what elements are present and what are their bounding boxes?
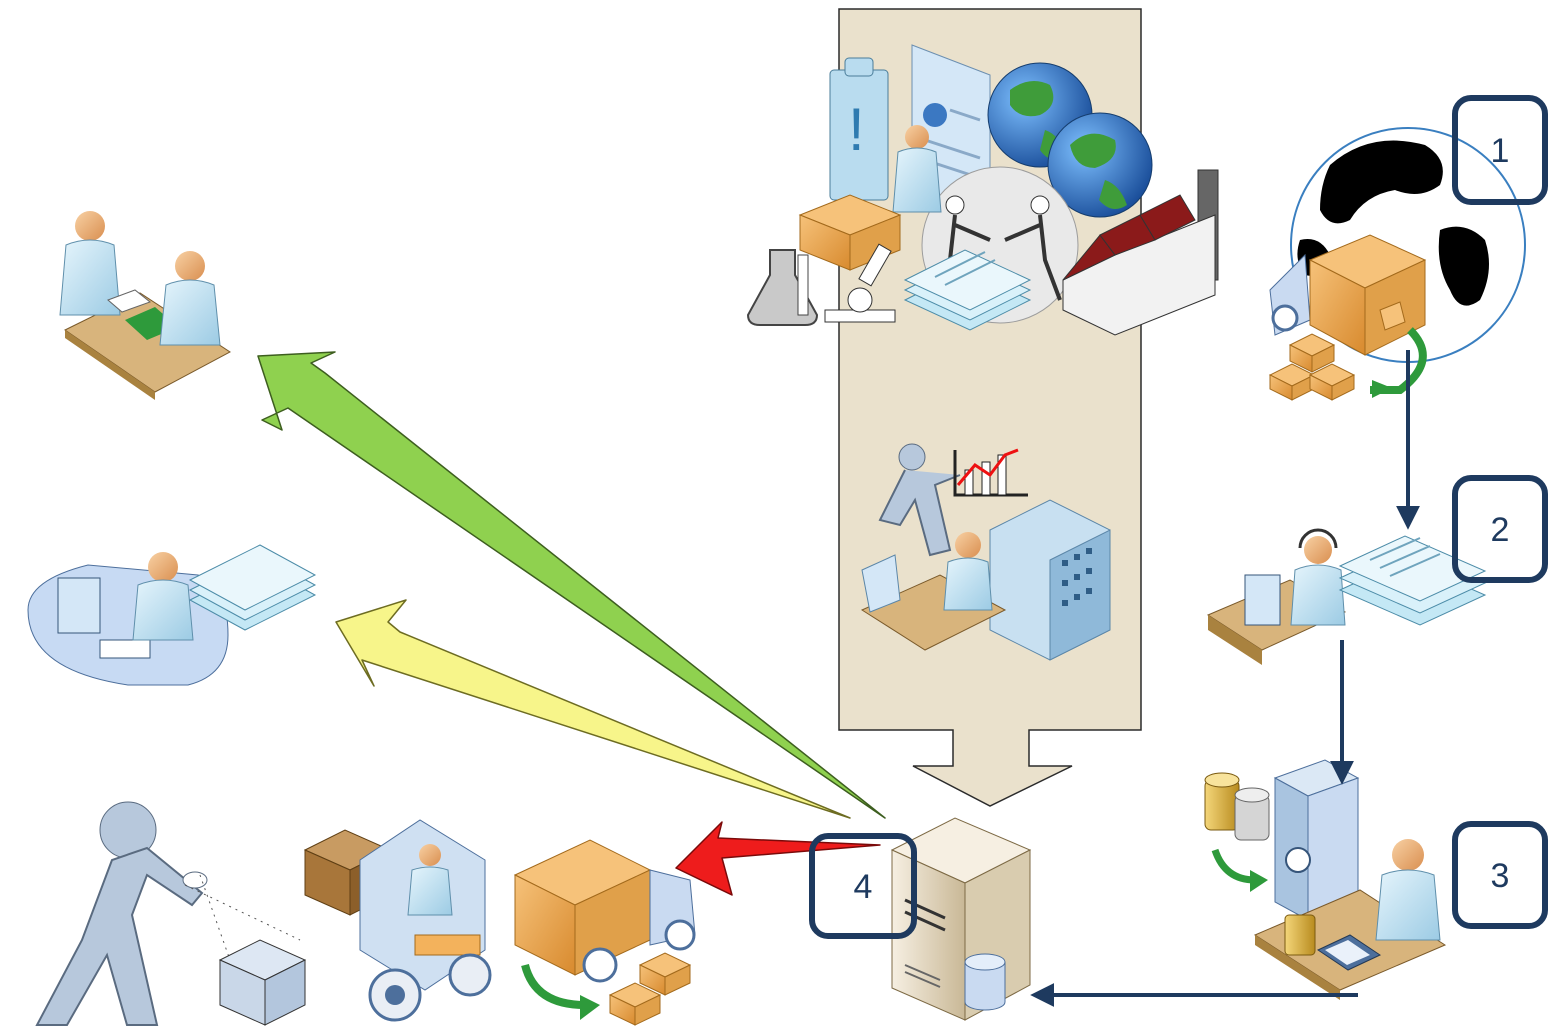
factory-icon: [1062, 169, 1219, 336]
step-box-4: [809, 833, 917, 939]
delivery-truck-icon: [513, 839, 696, 1020]
customer-service-desk-icon: [27, 544, 317, 686]
delivery-truck-icon: [1269, 234, 1427, 398]
presenter-icon: [878, 443, 961, 557]
coins-icon: [1204, 772, 1270, 892]
flask-icon: [746, 249, 819, 326]
step-box-3: [1452, 821, 1548, 929]
step-box-2: [1452, 475, 1548, 583]
scientist-person-icon: [892, 125, 942, 213]
document-stack-icon: [1338, 535, 1487, 626]
arrow-to-meeting-desk: [257, 351, 886, 819]
forklift-icon: [303, 819, 492, 1022]
growth-chart-icon: [953, 448, 1028, 497]
office-building-icon: [989, 499, 1111, 661]
svg-text:!: !: [848, 96, 865, 163]
document-stack-icon: [903, 249, 1032, 331]
calculator-icon: [1316, 934, 1382, 971]
microscope-icon: [824, 243, 896, 323]
step-label-1: 1: [1491, 132, 1510, 170]
headset-operator-icon: [1206, 528, 1347, 665]
open-box-icon: [798, 194, 902, 271]
clipboard-icon: !: [829, 57, 889, 201]
boxes-icon: [1268, 333, 1356, 401]
step-label-2: 2: [1491, 511, 1510, 549]
open-box-icon: [218, 939, 307, 1026]
globe-icon: [987, 62, 1153, 218]
step-box-1: [1452, 95, 1548, 205]
arrow-to-service-desk: [335, 599, 851, 819]
database-icon: [964, 953, 1006, 1011]
walking-person-icon: [35, 801, 301, 1026]
office-desk-icon: [860, 532, 1007, 651]
step-label-4: 4: [854, 868, 873, 906]
step-label-3: 3: [1491, 857, 1510, 895]
arrow-to-delivery-truck: [675, 821, 881, 896]
boxes-icon: [608, 952, 692, 1026]
meeting-desk-icon: [59, 211, 231, 400]
